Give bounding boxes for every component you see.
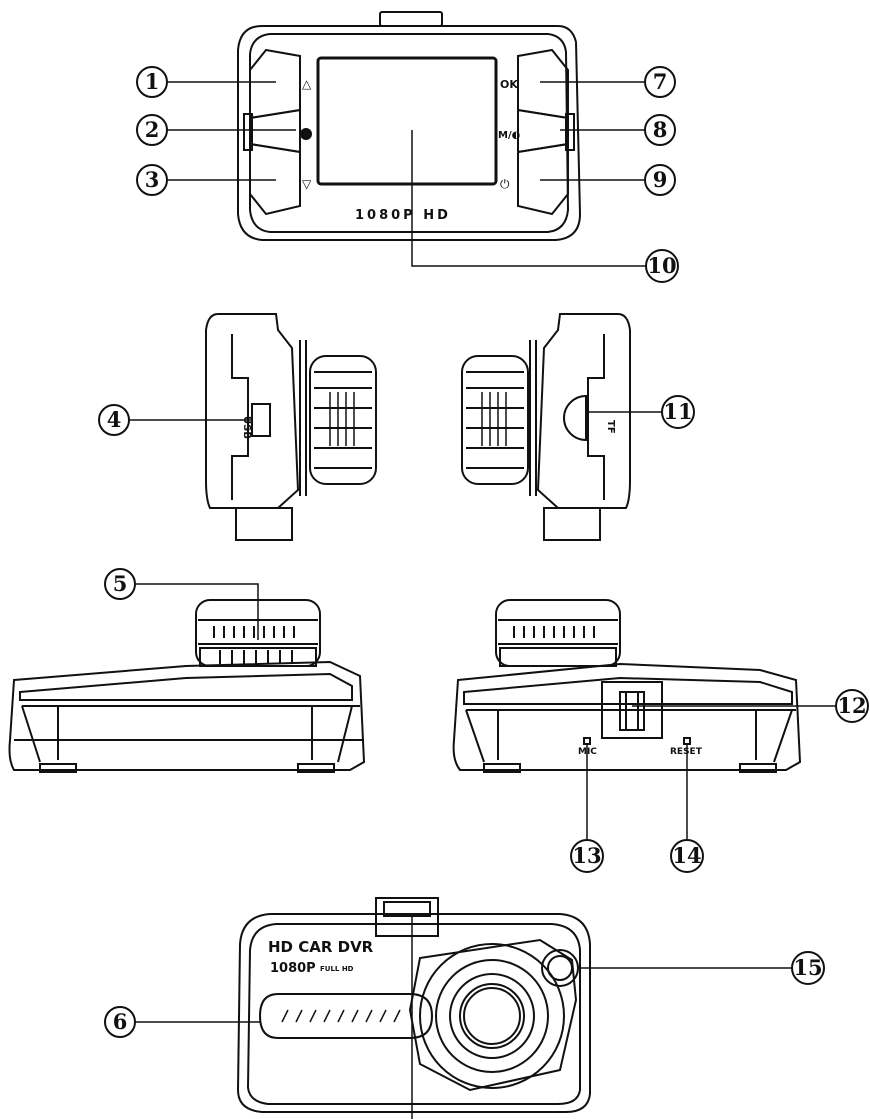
svg-text:6: 6 [113,1009,128,1034]
down-arrow-icon: ▽ [302,177,312,191]
svg-text:13: 13 [572,843,601,868]
front-view: HD CAR DVR 1080P FULL HD [236,897,591,1113]
callout-12: 12 [835,689,869,723]
callouts: 1 2 3 7 8 9 10 4 [98,66,869,1038]
callout-1: 1 [136,66,168,98]
lens [459,983,525,1049]
screen-logo-label: 1080P HD [355,208,451,223]
tf-card-slot [563,394,587,442]
callout-2: 2 [136,114,168,146]
bottom-view-right: MIC RESET [452,599,802,773]
left-side-view: USB [205,313,377,541]
speaker-grille [258,993,434,1039]
usb-port [251,403,271,437]
svg-text:11: 11 [663,399,692,424]
svg-text:12: 12 [837,693,866,718]
leader-lines [128,81,836,1119]
mode-label: M/◐ [498,130,520,141]
callout-10: 10 [645,249,679,283]
svg-text:14: 14 [672,843,701,868]
callout-15: 15 [791,951,825,985]
right-side-view: TF [461,313,631,541]
mount-slot [601,681,663,739]
svg-text:9: 9 [653,167,668,192]
record-button-icon [300,128,312,140]
power-icon: ⏻ [500,177,510,191]
top-view-left [8,599,366,773]
callout-14: 14 [670,839,704,873]
callout-7: 7 [644,66,676,98]
svg-text:7: 7 [653,69,668,94]
svg-text:5: 5 [113,571,128,596]
front-title-label: HD CAR DVR [268,938,374,956]
callout-5: 5 [104,568,136,600]
tf-label: TF [605,420,616,434]
reset-hole [683,737,691,745]
front-small-label: FULL HD [320,965,354,973]
callout-8: 8 [644,114,676,146]
mic-hole [583,737,591,745]
svg-text:2: 2 [145,117,160,142]
callout-11: 11 [661,395,695,429]
svg-text:3: 3 [145,167,160,192]
callout-3: 3 [136,164,168,196]
svg-text:15: 15 [793,955,822,980]
back-view: △ ▽ OK M/◐ ⏻ 1080P HD [237,11,582,241]
svg-text:10: 10 [647,253,676,278]
callout-13: 13 [570,839,604,873]
callout-9: 9 [644,164,676,196]
up-arrow-icon: △ [302,77,312,91]
callout-6: 6 [104,1006,136,1038]
svg-text:1: 1 [145,69,160,94]
callout-4: 4 [98,404,130,436]
front-subtitle-label: 1080P [270,961,316,976]
ok-label: OK [500,78,518,91]
svg-text:4: 4 [107,407,122,432]
svg-text:8: 8 [653,117,668,142]
usb-label: USB [241,416,252,439]
